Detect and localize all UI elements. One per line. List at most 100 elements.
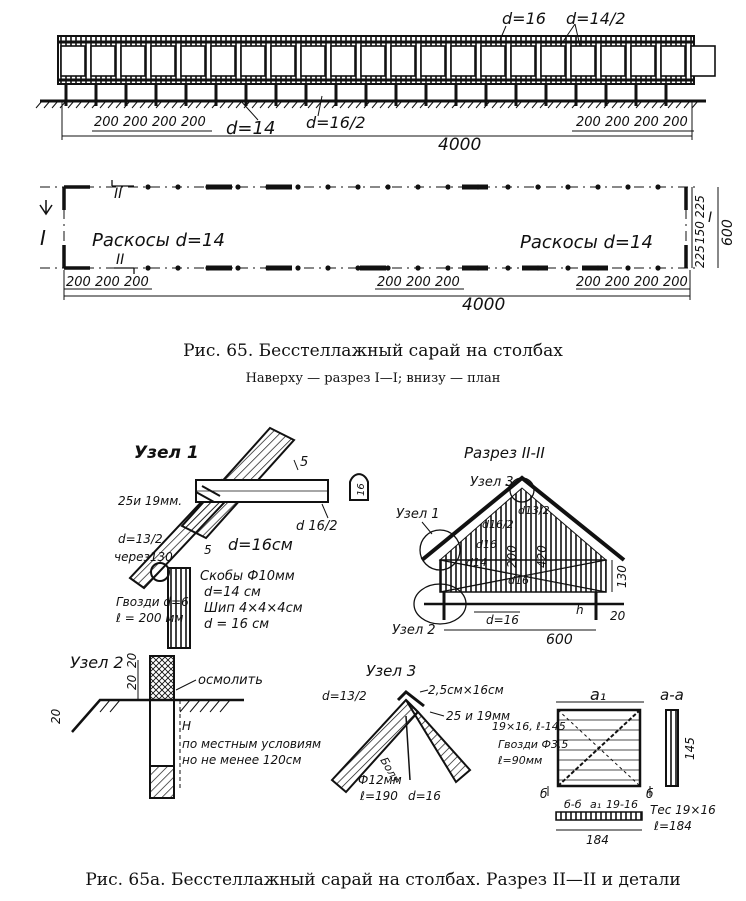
node2-tar: осмолить [198,673,263,688]
elevation-section: d=16 d=14/2 d=14 d=16/2 200 200 200 200 … [35,9,716,155]
plan-dim-vertical-2: 150 [693,221,707,244]
door-bb: б-б [564,798,582,811]
node3-phi12: Ф12мм [358,773,402,787]
section-d14: d14 [466,556,487,569]
node1-d16cm-b: d = 16 см [204,617,269,632]
door-h145: 145 [683,737,697,760]
section-h420: 420 [535,545,549,568]
plan-dim-left-2: 200 [95,275,120,290]
section-node3: Узел 3 [470,475,514,490]
elevation-frames [60,45,716,77]
section-node3-circle [509,477,535,503]
node2-post-mid [149,699,175,767]
node2-post-top [149,655,175,701]
plan-braces-right: Раскосы d=14 [520,232,653,253]
plan-section-mark-II-bottom: II [116,252,124,268]
section-twenty: 20 [610,609,626,623]
node2-min: но не менее 120см [182,753,301,767]
section-node2-circle [413,583,467,625]
elev-dim-right-1: 200 [576,115,601,130]
section-d16c: d=16 [486,613,519,627]
node1-five-top: 5 [300,455,308,470]
node3-d16: d=16 [408,789,441,803]
node3-title: Узел 3 [366,662,416,680]
node1-sixteen: 16 [356,483,367,496]
plan-section: I I II II Раскосы d=14 Раскосы d=14 200 … [39,180,736,315]
plan-dim-mid-2: 200 [406,275,431,290]
section-h200: 200 [505,545,519,568]
door-detail: а₁ а-а 19×16, ℓ-145 Гвозди Ф3,5 ℓ=90мм б… [492,685,716,847]
node2-title: Узел 2 [70,653,124,672]
door-a1-small: а₁ [590,798,601,811]
elev-label-d14: d=14 [226,118,275,139]
node2-post-base [149,765,175,799]
elev-dim-left-4: 200 [181,115,206,130]
fig65a-caption: Рис. 65а. Бесстеллажный сарай на столбах… [85,870,680,890]
node1-d16-2: d 16/2 [296,519,338,534]
section-w600: 600 [546,632,573,648]
node1-gvozdi: Гвозди d=6 [116,595,189,609]
node3-boards: 25 и 19мм [446,709,510,723]
elev-label-d16-2: d=16/2 [306,113,366,132]
plan-dim-right-3: 200 [634,275,659,290]
elev-label-d16: d=16 [502,9,546,28]
door-boards: 19×16, ℓ-145 [492,720,566,733]
node1-ship: Шип 4×4×4см [204,601,303,616]
elev-total-4000: 4000 [438,135,481,155]
section-h: h [576,603,584,617]
section-h130: 130 [615,565,629,588]
door-w184: 184 [586,833,609,847]
node1-cherez: через130 [114,550,173,564]
door-size: 19-16 [606,798,638,811]
node2-twenty-a: 20 [125,674,139,690]
node2-twenty-b: 20 [125,652,139,668]
plan-posts-and-braces [145,184,661,271]
node2-local: по местным условиям [182,737,321,751]
door-aa: а-а [660,686,684,704]
node1-post [167,567,191,649]
plan-dim-left-3: 200 [124,275,149,290]
door-b-right: б [646,787,654,801]
door-l90: ℓ=90мм [497,754,542,767]
fig65-caption: Рис. 65. Бесстеллажный сарай на столбах [183,341,563,361]
section-d16b: d16 [508,574,529,587]
node1-five-mid: 5 [204,543,212,557]
fig65-subcaption: Наверху — разрез I—I; внизу — план [246,371,501,386]
section-d16a: d16 [476,538,497,551]
plan-section-mark-I: I [40,226,46,250]
node1-l200: ℓ = 200 мм [115,611,183,625]
plan-section-mark-I-right: I [708,210,712,226]
node1-skoby: Скобы Ф10мм [200,569,295,584]
node3-d13-2: d=13/2 [322,689,367,703]
door-l184: ℓ=184 [653,819,692,833]
plan-width-600: 600 [720,219,736,246]
elev-dim-right-2: 200 [605,115,630,130]
node3-l190: ℓ=190 [359,789,398,803]
plan-dim-left-1: 200 [66,275,91,290]
plan-dim-mid-1: 200 [377,275,402,290]
plan-total-4000: 4000 [462,295,505,315]
section-d16-2: d16/2 [482,518,514,531]
node3-right-rafter [405,699,472,784]
node1-title: Узел 1 [134,443,199,463]
elev-dim-left-3: 200 [152,115,177,130]
plan-dim-vertical-3: 225 [693,245,707,268]
plan-dim-right-1: 200 [576,275,601,290]
elev-dim-right-3: 200 [634,115,659,130]
plan-dim-mid-3: 200 [435,275,460,290]
plan-braces-left: Раскосы d=14 [92,230,225,251]
node1-d13-2: d=13/2 [118,532,163,546]
elev-dim-right-4: 200 [663,115,688,130]
plan-section-mark-II-top: II [114,186,122,202]
node2-detail: Узел 2 осмолить 20 20 20 H по местным ус… [49,652,321,799]
door-section-bb [555,811,643,821]
door-tes: Тес 19×16 [650,803,716,817]
section-node1: Узел 1 [396,507,440,522]
node1-d16cm: d=16см [228,535,293,554]
node3-detail: Узел 3 d=13/2 2,5см×16см 25 и 19мм Болт … [322,662,510,803]
section-II-detail: Разрез II-II Узел 3 Узел 1 Узел 2 d13/2 … [392,444,629,648]
node1-boards-label: 25и 19мм. [118,494,182,508]
node1-detail: Узел 1 5 25и 19мм. d=13/2 через130 5 d=1… [114,426,369,649]
door-a1: а₁ [590,685,606,704]
